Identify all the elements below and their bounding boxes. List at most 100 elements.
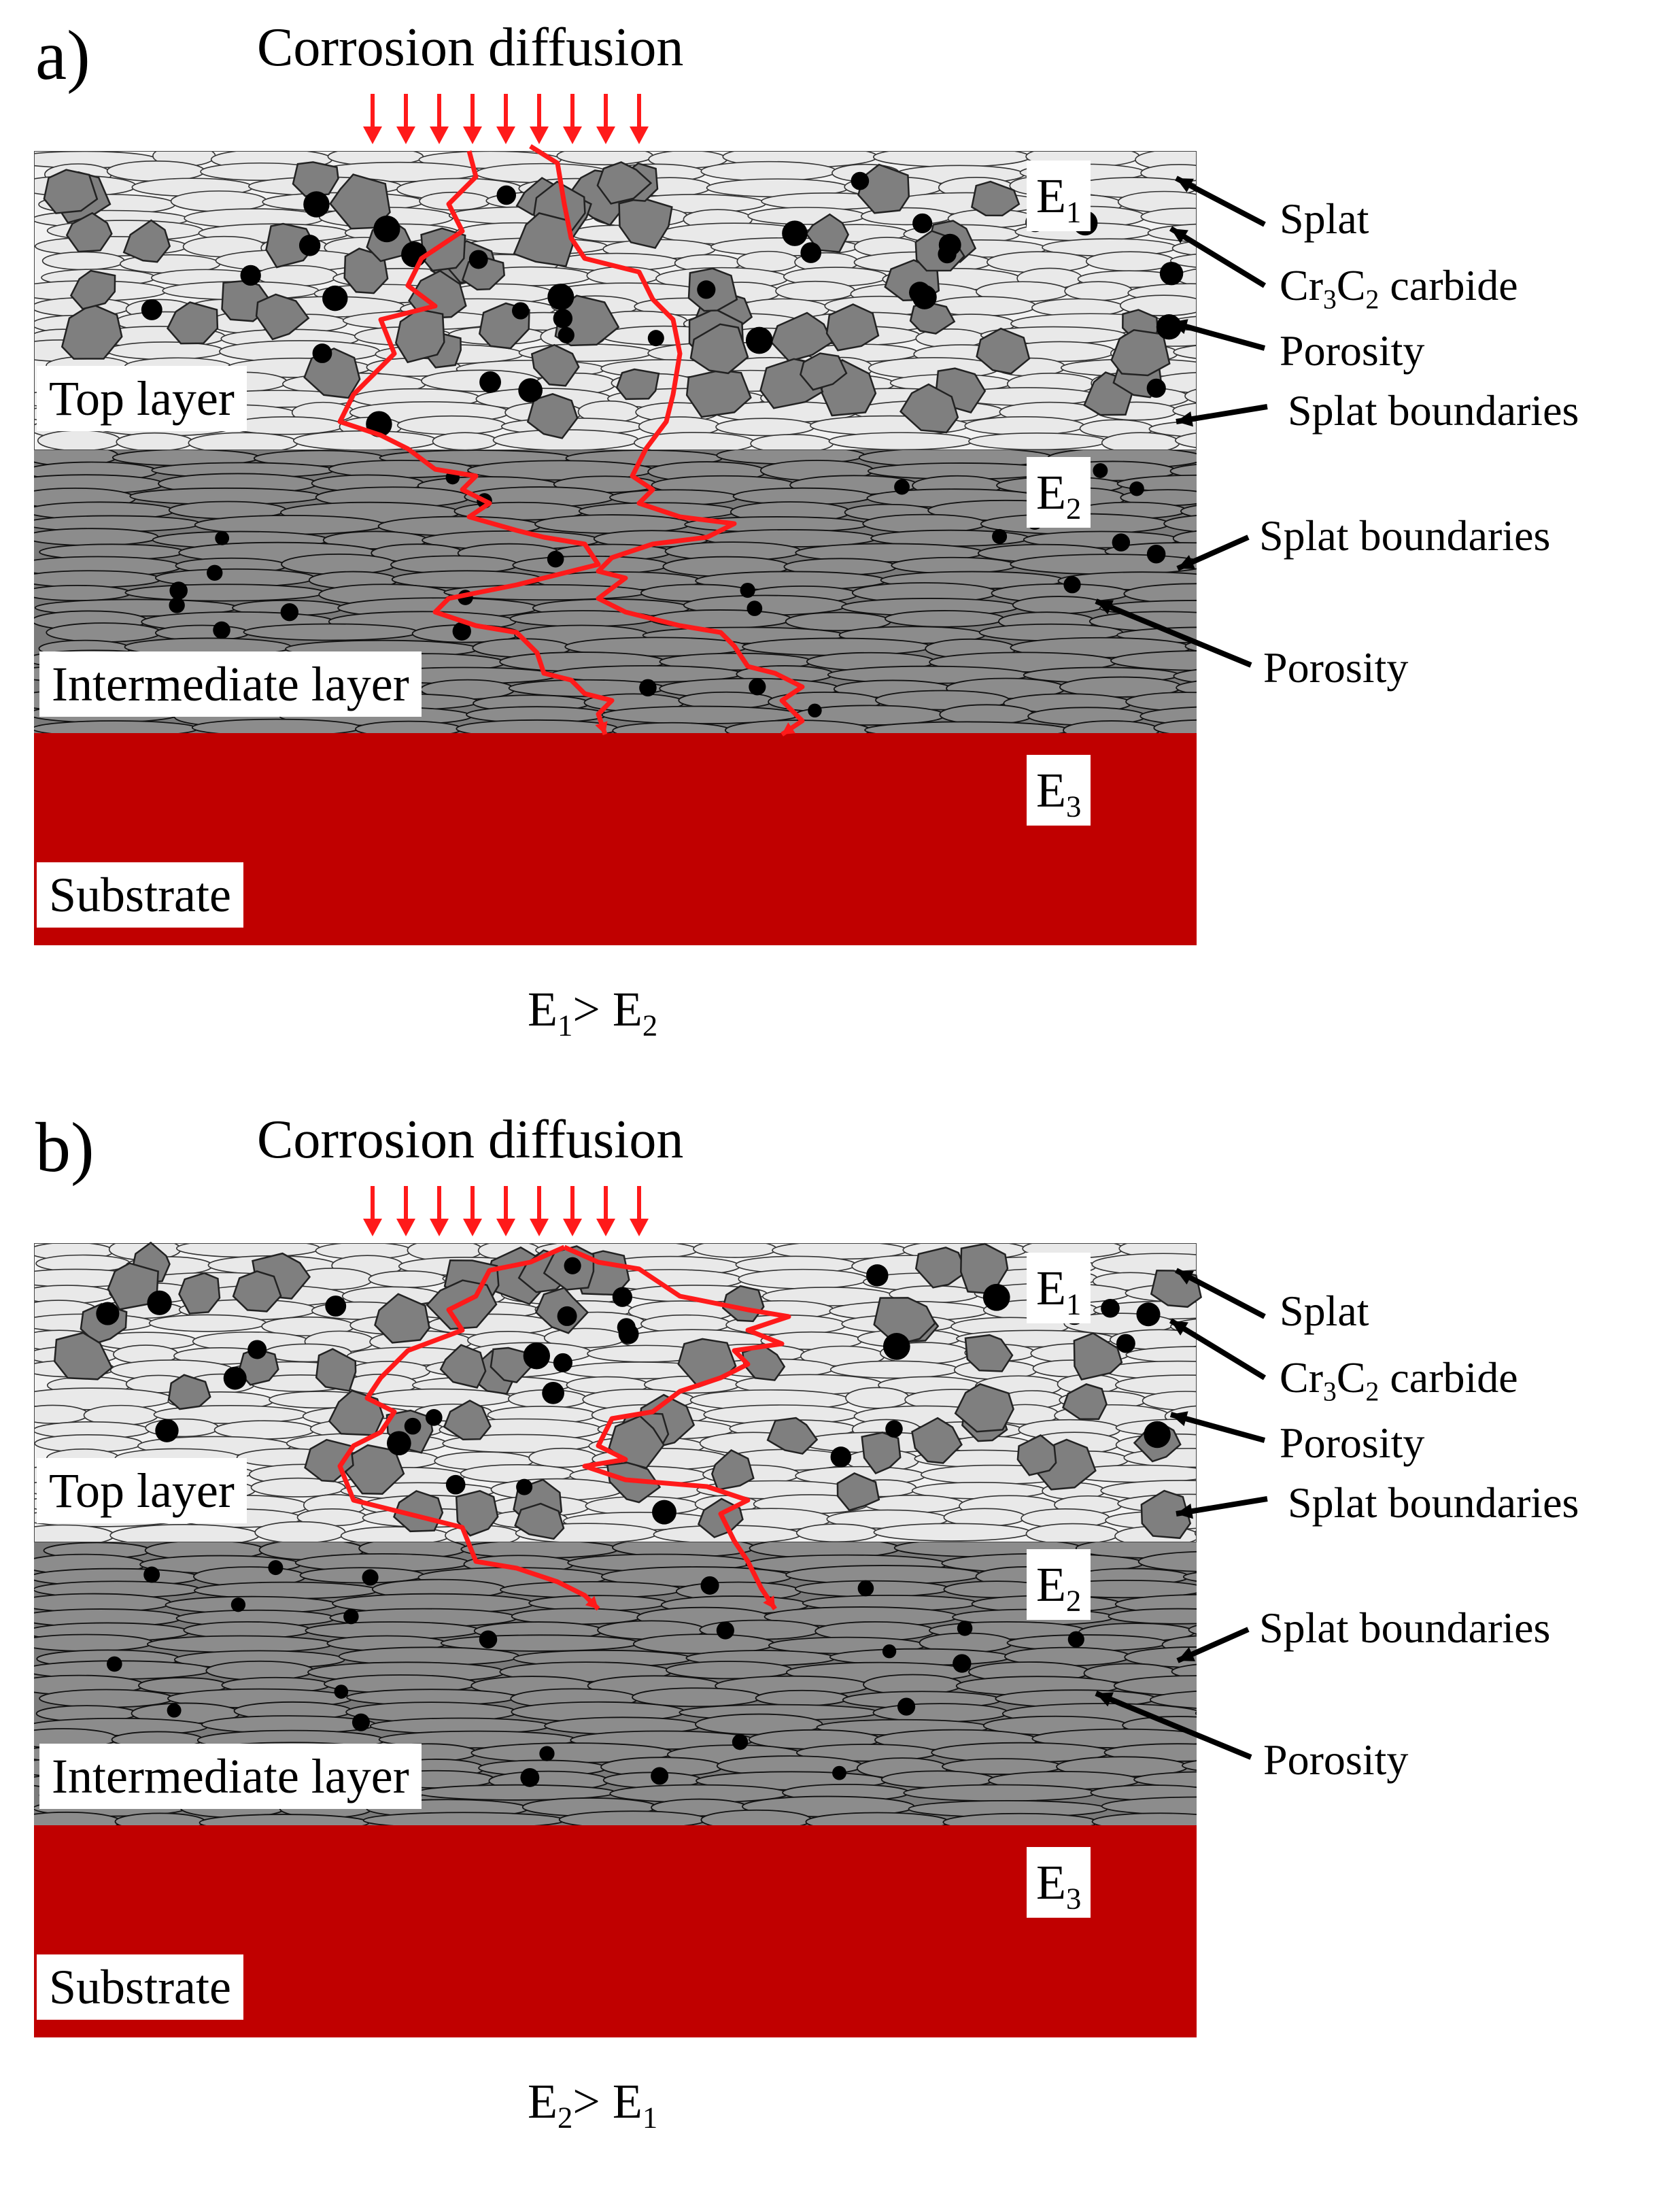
intermediate-layer-label: Intermediate layer (39, 651, 422, 717)
annotation-porosity-top: Porosity (1280, 326, 1425, 375)
pore (325, 1295, 347, 1317)
energy-label-e1: E1 (1027, 1253, 1091, 1323)
pore (897, 1697, 916, 1716)
pore (404, 1417, 422, 1435)
pore (564, 1257, 581, 1274)
pore (312, 343, 332, 363)
annotation-arrow (1169, 226, 1267, 288)
pore (697, 280, 716, 299)
corrosion-arrowhead (430, 1219, 449, 1236)
pore (425, 1409, 443, 1426)
pore (215, 530, 230, 545)
pore (866, 1264, 889, 1287)
corrosion-paths (337, 144, 805, 736)
pore (957, 1621, 973, 1636)
pore (1159, 261, 1184, 286)
pore (800, 242, 822, 263)
pore (386, 1431, 411, 1456)
carbide-particle (439, 1344, 487, 1389)
carbide-particle (615, 368, 660, 401)
pore (169, 581, 188, 600)
carbide-particle (65, 211, 113, 253)
carbide-particle (513, 212, 574, 267)
pore (468, 250, 488, 269)
pore (747, 600, 763, 616)
pore (1112, 533, 1131, 552)
pore (106, 1656, 122, 1672)
corrosion-arrows (363, 1186, 649, 1236)
carbide-particle (167, 1374, 211, 1410)
top-layer-label: Top layer (37, 366, 247, 431)
carbide-particle (1061, 1383, 1108, 1420)
carbide-particle (766, 1417, 819, 1455)
carbide-particle (490, 1346, 532, 1384)
pore (982, 1283, 1010, 1311)
annotation-splat-boundaries-top: Splat boundaries (1288, 386, 1579, 435)
carbide-particle (1140, 1489, 1192, 1540)
pore (207, 564, 223, 581)
pore (639, 679, 657, 697)
pore (167, 1703, 182, 1718)
pore (1136, 1302, 1161, 1327)
annotation-carbide: Cr3C2 carbide (1280, 261, 1518, 315)
pore (782, 220, 808, 246)
corrosion-path (337, 150, 615, 736)
corrosion-arrowhead (596, 1219, 615, 1236)
annotation-arrow (1175, 1268, 1266, 1319)
corrosion-arrowhead (530, 126, 549, 144)
corrosion-arrowhead (463, 126, 482, 144)
intermediate-layer-label: Intermediate layer (39, 1744, 422, 1809)
pore (832, 1765, 846, 1780)
corrosion-diffusion-label: Corrosion diffusion (257, 1110, 684, 1170)
pore (618, 1323, 639, 1344)
energy-comparison: E1> E2 (528, 982, 658, 1043)
carbide-particle (107, 1262, 159, 1310)
corrosion-arrowhead (563, 1219, 582, 1236)
annotation-arrowhead (1096, 1692, 1114, 1707)
carbide-particle (964, 1334, 1014, 1372)
carbide-particle (710, 1449, 755, 1491)
corrosion-diffusion-label: Corrosion diffusion (257, 18, 684, 78)
pore (268, 1560, 284, 1576)
annotation-splat: Splat (1280, 1287, 1369, 1335)
carbide-particle (255, 293, 310, 341)
pore (280, 603, 298, 622)
annotation-arrowhead (1178, 555, 1195, 569)
pore (445, 1474, 466, 1495)
corrosion-arrowhead (530, 1219, 549, 1236)
carbide-particle (1073, 1332, 1123, 1381)
pore (479, 371, 501, 393)
carbide-particle (43, 169, 99, 214)
carbide-particle (122, 219, 171, 263)
carbide-particle (374, 1293, 430, 1344)
carbide-particle (689, 323, 749, 375)
annotation-arrows (1095, 1268, 1268, 1760)
carbide-particle (770, 311, 834, 362)
pore (303, 191, 330, 218)
pore (147, 1290, 172, 1315)
pore (520, 1767, 540, 1787)
pore (732, 1733, 749, 1750)
annotation-porosity-top: Porosity (1280, 1419, 1425, 1467)
pore (247, 1340, 267, 1359)
pore (516, 1478, 533, 1495)
pore (953, 1654, 972, 1673)
carbide-particle (873, 1297, 936, 1346)
carbide-particle (909, 301, 956, 335)
annotation-carbide: Cr3C2 carbide (1280, 1353, 1518, 1407)
pore (298, 235, 321, 256)
corrosion-arrows (363, 94, 649, 144)
carbide-particle (685, 369, 752, 418)
corrosion-path (337, 1244, 600, 1611)
pore (652, 1500, 676, 1525)
carbide-particle (315, 1348, 357, 1392)
pore (230, 1597, 246, 1612)
corrosion-path (563, 1244, 791, 1610)
pore (909, 282, 931, 304)
carbide-particle (805, 213, 850, 253)
carbide-particle (265, 222, 316, 269)
annotation-arrowhead (1178, 1647, 1195, 1661)
pore (647, 330, 664, 347)
pore (496, 185, 517, 205)
carbide-particle (69, 269, 116, 310)
